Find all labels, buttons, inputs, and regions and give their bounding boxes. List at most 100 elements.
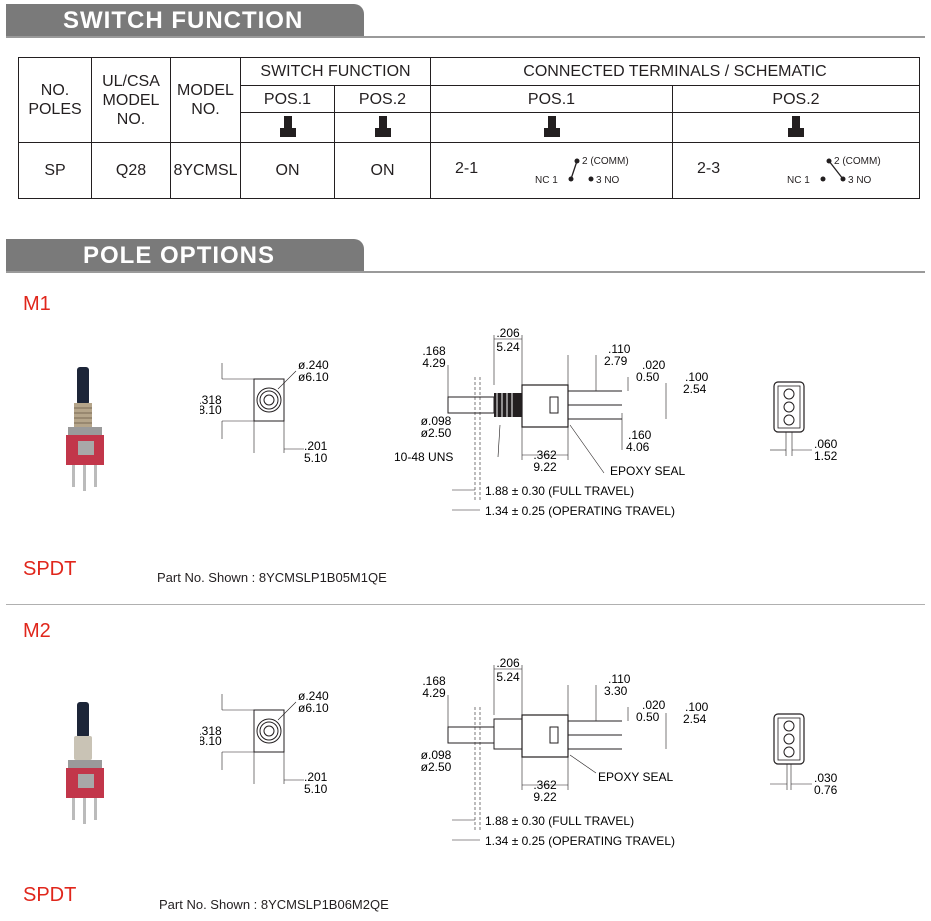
m2-epoxy: EPOXY SEAL <box>598 770 673 784</box>
m1-d922: 9.22 <box>533 460 557 474</box>
m2-operating-travel: 1.34 ± 0.25 (OPERATING TRAVEL) <box>485 834 675 848</box>
ct-pos2-actuator-icon <box>672 112 920 143</box>
m1-rear-view: .060 1.52 <box>770 381 838 463</box>
m1-d168: .168 <box>422 344 446 358</box>
pos2-actuator-icon <box>334 112 431 143</box>
pos1-actuator-icon <box>240 112 335 143</box>
m1-d362: .362 <box>533 448 557 462</box>
m1-d810: 8.10 <box>200 403 222 417</box>
m2-part-no: Part No. Shown : 8YCMSLP1B06M2QE <box>159 897 389 912</box>
m2-d030: .030 <box>814 771 838 785</box>
option-m1-label: M1 <box>23 293 51 315</box>
cell-conn2: 2-3 2 (COMM) NC 1 3 NO <box>672 142 920 199</box>
schematic-pos1: 2 (COMM) NC 1 3 NO <box>535 156 629 186</box>
conn2-label: 2-3 <box>697 160 721 177</box>
m1-d524: 5.24 <box>496 340 520 354</box>
m2-d510: 5.10 <box>304 782 328 796</box>
m1-d206: .206 <box>496 326 520 340</box>
pole-options-bar <box>6 239 364 273</box>
m1-d240: ø.240 <box>298 358 329 372</box>
m1-d060: .060 <box>814 437 838 451</box>
switch-function-rule <box>6 36 925 38</box>
header-ct-pos1: POS.1 <box>430 85 673 113</box>
m1-d318: .318 <box>200 393 222 407</box>
pole-options-title: POLE OPTIONS <box>83 242 276 269</box>
conn1-label: 2-1 <box>455 160 479 177</box>
m2-d810: 8.10 <box>200 734 222 748</box>
schematic-no-label: 3 NO <box>848 175 872 186</box>
m2-d922: 9.22 <box>533 790 557 804</box>
m2-side-view: .206 5.24 .168 4.29 .110 3.30 .020 0.50 … <box>421 656 709 848</box>
m1-part-no: Part No. Shown : 8YCMSLP1B05M1QE <box>157 570 387 585</box>
m1-d098: ø.098 <box>421 414 452 428</box>
m1-d429: 4.29 <box>422 356 446 370</box>
m2-d330: 3.30 <box>604 684 628 698</box>
m1-d050: 0.50 <box>636 370 660 384</box>
m1-d610: ø6.10 <box>298 370 329 384</box>
m2-d254: 2.54 <box>683 712 707 726</box>
m2-d206: .206 <box>496 656 520 670</box>
m1-d510: 5.10 <box>304 451 328 465</box>
cell-pos1: ON <box>240 142 335 199</box>
switch-function-bar <box>6 4 364 38</box>
cell-ul: Q28 <box>91 142 171 199</box>
m1-d279: 2.79 <box>604 354 628 368</box>
cell-conn1: 2-1 2 (COMM) NC 1 3 NO <box>430 142 673 199</box>
m2-d100: .100 <box>685 700 709 714</box>
m2-d076: 0.76 <box>814 783 838 797</box>
cell-pos2: ON <box>334 142 431 199</box>
m1-d254: 2.54 <box>683 382 707 396</box>
m2-d110: .110 <box>608 672 631 686</box>
m2-product-photo <box>66 702 104 824</box>
m2-rear-view: .030 0.76 <box>770 713 838 797</box>
schematic-comm-label: 2 (COMM) <box>834 156 881 167</box>
m1-product-photo <box>66 367 104 491</box>
header-no-poles: NO.POLES <box>18 57 92 143</box>
m1-thread: 10-48 UNS <box>394 450 453 464</box>
m1-operating-travel: 1.34 ± 0.25 (OPERATING TRAVEL) <box>485 504 675 518</box>
cell-model: 8YCMSL <box>170 142 241 199</box>
option-m2-label: M2 <box>23 620 51 642</box>
m1-type: SPDT <box>23 558 77 580</box>
m2-d168: .168 <box>422 674 446 688</box>
schematic-pos2: 2 (COMM) NC 1 3 NO <box>787 156 881 186</box>
switch-function-title: SWITCH FUNCTION <box>63 7 304 34</box>
m2-d240: ø.240 <box>298 689 329 703</box>
m1-d152: 1.52 <box>814 449 838 463</box>
m2-d318: .318 <box>200 724 222 738</box>
m1-epoxy: EPOXY SEAL <box>610 464 685 478</box>
pole-options-rule <box>6 271 925 273</box>
schematic-comm-label: 2 (COMM) <box>582 156 629 167</box>
option-divider <box>6 604 925 605</box>
schematic-nc-label: NC 1 <box>535 175 558 186</box>
m2-d250: ø2.50 <box>421 760 452 774</box>
m2-d429: 4.29 <box>422 686 446 700</box>
m2-d362: .362 <box>533 778 557 792</box>
m1-d160: .160 <box>628 428 652 442</box>
header-ct-pos2: POS.2 <box>672 85 920 113</box>
m1-d110: .110 <box>608 342 631 356</box>
m2-d201: .201 <box>304 770 328 784</box>
m1-d020: .020 <box>642 358 666 372</box>
header-sf-pos2: POS.2 <box>334 85 431 113</box>
ct-pos1-actuator-icon <box>430 112 673 143</box>
m2-d524: 5.24 <box>496 670 520 684</box>
header-switch-function: SWITCH FUNCTION <box>240 57 431 86</box>
m1-d201: .201 <box>304 439 328 453</box>
m1-d100: .100 <box>685 370 709 384</box>
m1-full-travel: 1.88 ± 0.30 (FULL TRAVEL) <box>485 484 634 498</box>
m2-front-view: ø.240 ø6.10 .318 8.10 .201 5.10 <box>200 689 329 796</box>
schematic-nc-label: NC 1 <box>787 175 810 186</box>
header-connected-terminals: CONNECTED TERMINALS / SCHEMATIC <box>430 57 920 86</box>
header-sf-pos1: POS.1 <box>240 85 335 113</box>
schematic-no-label: 3 NO <box>596 175 620 186</box>
m2-d020: .020 <box>642 698 666 712</box>
m1-d406: 4.06 <box>626 440 650 454</box>
cell-poles: SP <box>18 142 92 199</box>
m1-front-view: ø.240 ø6.10 .318 8.10 .201 5.10 <box>200 358 329 465</box>
m1-side-view: .206 5.24 .168 4.29 .110 2.79 .020 0.50 … <box>394 326 709 518</box>
m2-d098: ø.098 <box>421 748 452 762</box>
